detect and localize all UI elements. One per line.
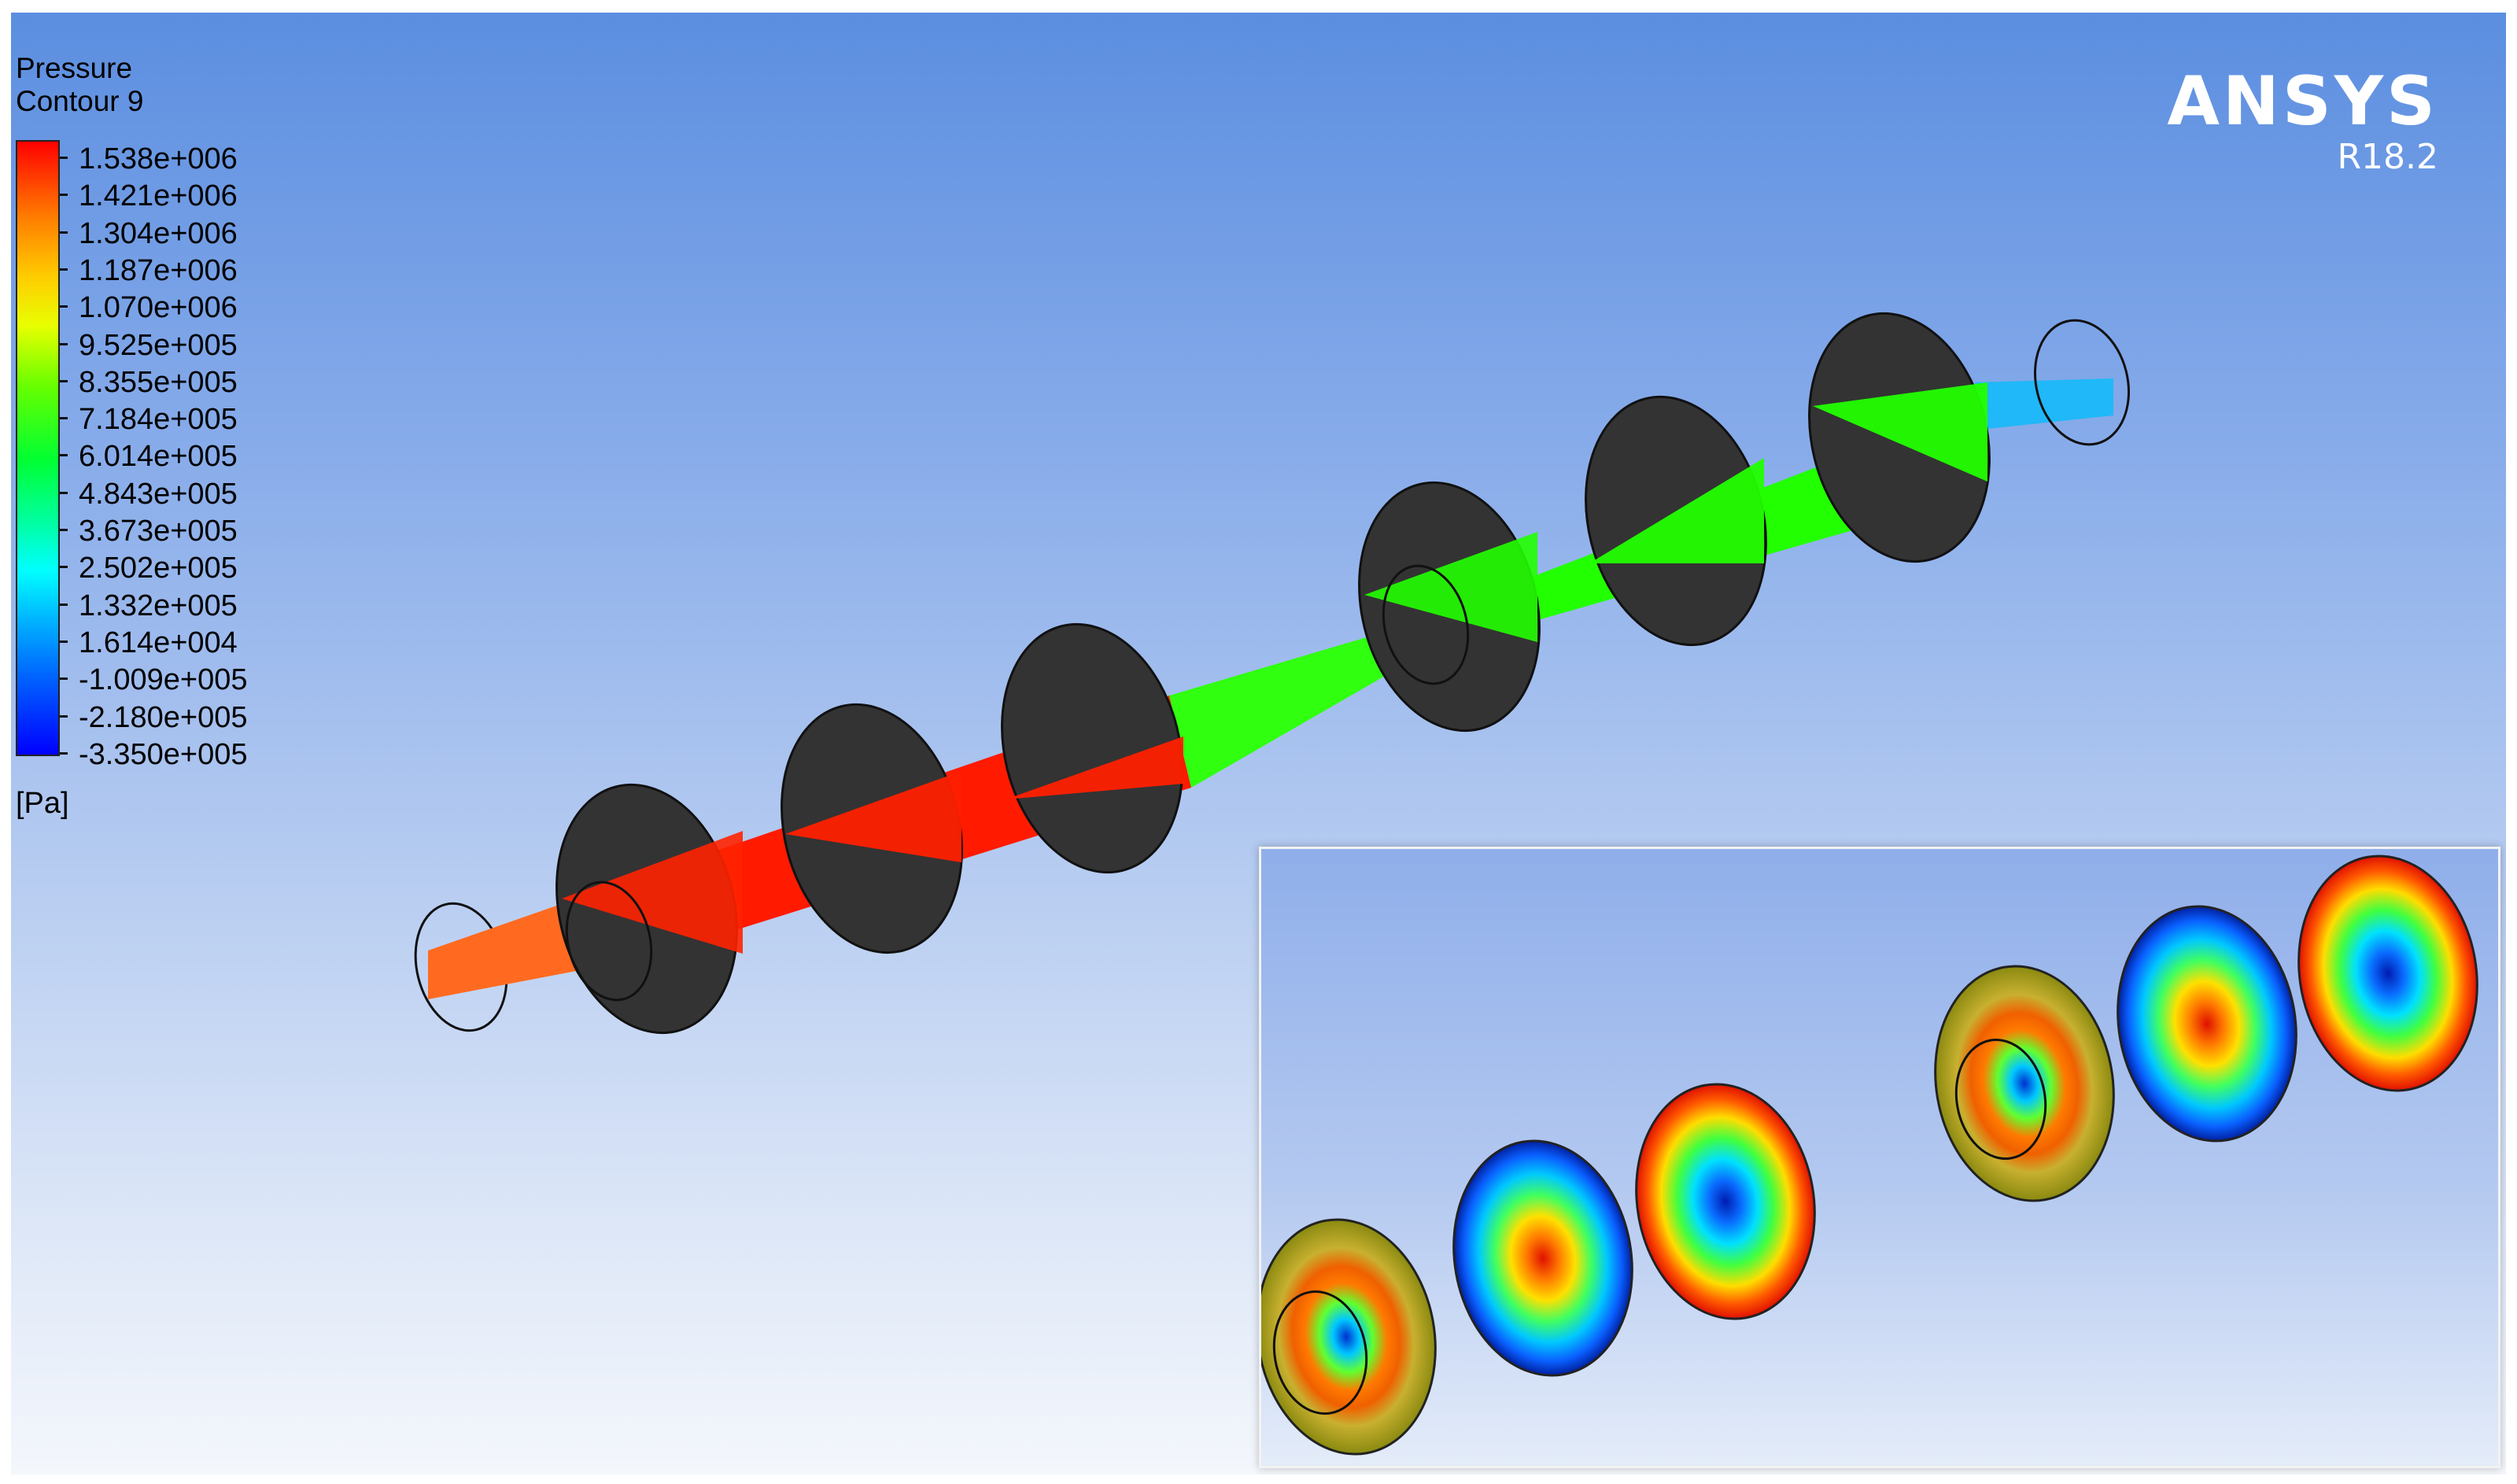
legend-label: 1.332e+005	[79, 589, 238, 622]
legend-label: 3.673e+005	[79, 515, 238, 548]
legend-label: 2.502e+005	[79, 552, 238, 585]
baffle-4	[1358, 481, 1541, 733]
legend-tick	[60, 157, 68, 159]
legend-label: -3.350e+005	[79, 737, 248, 771]
legend-label: 4.843e+005	[79, 477, 238, 511]
baffle-contour-inset	[1259, 847, 2500, 1468]
legend-title-contour: Contour 9	[16, 85, 144, 117]
brand-name: ANSYS	[2167, 62, 2438, 141]
legend-tick	[60, 379, 68, 382]
inner-ring-1	[565, 880, 653, 1002]
legend-label: 1.538e+006	[79, 142, 238, 175]
outlet-section	[1975, 378, 2113, 430]
baffle-1	[555, 783, 743, 1035]
baffle-2	[781, 703, 963, 954]
legend-tick	[60, 491, 68, 494]
legend-tick	[60, 677, 68, 681]
outlet-ring-outline	[2033, 319, 2131, 446]
baffle-contour-2	[1452, 1139, 1633, 1377]
legend-tick	[60, 231, 68, 234]
legend-label: 1.187e+006	[79, 253, 238, 287]
baffle-6	[1808, 312, 1991, 563]
transition-section	[1169, 626, 1427, 788]
baffle-contour-5	[2117, 905, 2297, 1143]
legend-tick	[60, 640, 68, 643]
legend-label: 7.184e+005	[79, 403, 238, 437]
legend-tick	[60, 342, 68, 345]
legend-title-variable: Pressure	[16, 52, 133, 84]
baffle-contour-6	[2297, 855, 2478, 1092]
inner-ring-4	[1382, 564, 1470, 685]
legend-tick	[60, 417, 68, 420]
legend-tick	[60, 566, 68, 569]
legend-tick	[60, 751, 68, 755]
legend-tick	[60, 194, 68, 197]
legend-tick	[60, 454, 68, 457]
legend-label: 1.614e+004	[79, 626, 238, 659]
legend-tick	[60, 603, 68, 606]
legend-unit: [Pa]	[16, 787, 69, 820]
legend-tick	[60, 529, 68, 531]
legend-label: -2.180e+005	[79, 700, 248, 734]
legend-label: 9.525e+005	[79, 328, 238, 362]
baffle-3	[1001, 622, 1183, 874]
legend-label: 8.355e+005	[79, 365, 238, 399]
legend-tick	[60, 305, 68, 308]
legend-label: 6.014e+005	[79, 440, 238, 474]
legend-color-bar	[16, 140, 60, 756]
baffle-contours-view	[1261, 855, 2478, 1456]
legend-label: 1.421e+006	[79, 179, 238, 213]
legend-label: 1.070e+006	[79, 291, 238, 325]
pressure-contour-scene[interactable]	[11, 13, 2506, 1475]
baffle-contour-4	[1934, 965, 2115, 1202]
ansys-logo: ANSYS R18.2	[2167, 68, 2438, 175]
baffle-contour-1	[1261, 1218, 1437, 1456]
legend-tick	[60, 268, 68, 271]
legend-tick	[60, 714, 68, 718]
baffle-5	[1585, 395, 1767, 647]
brand-version: R18.2	[2337, 137, 2438, 177]
baffle-contour-3	[1635, 1083, 1816, 1320]
legend-label: 1.304e+006	[79, 216, 238, 250]
legend-label: -1.009e+005	[79, 663, 248, 697]
